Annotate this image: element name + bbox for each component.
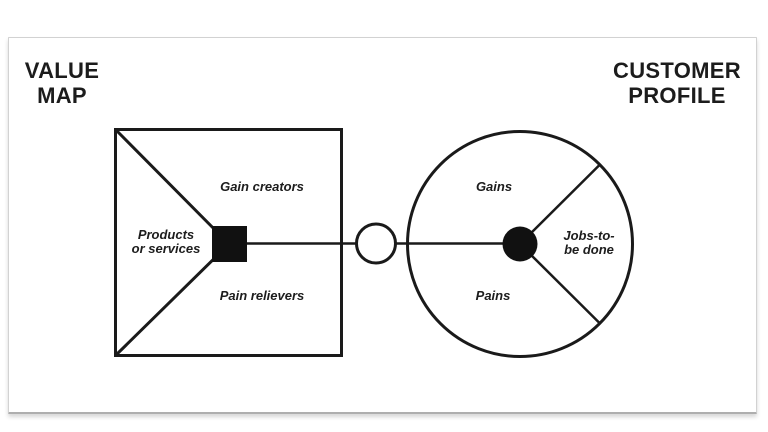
customer-profile-title: CUSTOMER PROFILE: [613, 58, 741, 108]
customer-profile-center-node: [502, 226, 538, 262]
value-map-center-node: [212, 226, 247, 262]
circle-divider-lower: [519, 243, 602, 325]
square-diagonal-top: [114, 128, 231, 246]
label-products-or-services: Products or services: [131, 227, 201, 256]
value-map-title: VALUE MAP: [24, 58, 100, 108]
label-jobs-to-be-done: Jobs-to- be done: [563, 228, 615, 257]
fit-connector-ring: [355, 222, 397, 265]
label-gain-creators: Gain creators: [220, 179, 304, 194]
circle-divider-upper: [519, 163, 602, 245]
label-pains: Pains: [475, 288, 511, 303]
label-pain-relievers: Pain relievers: [219, 288, 305, 303]
square-diagonal-bottom: [114, 242, 231, 357]
label-gains: Gains: [475, 179, 513, 194]
